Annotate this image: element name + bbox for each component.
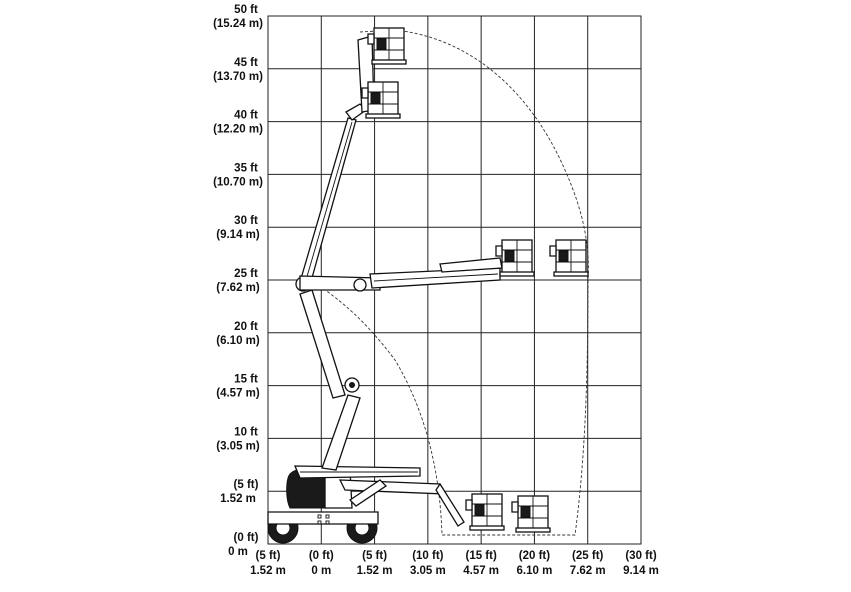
y-axis-labels: 50 ft (15.24 m) 45 ft (13.70 m) 40 ft (12.20 … [213, 4, 263, 558]
y-tick-label-m: (7.62 m) [216, 282, 260, 294]
y-tick-label-ft: (5 ft) [234, 479, 259, 491]
x-tick-label-m: 6.10 m [517, 565, 553, 577]
x-tick-label-m: 9.14 m [623, 565, 659, 577]
y-tick-label-ft: 20 ft [234, 321, 258, 333]
y-tick-label-m: (4.57 m) [216, 388, 260, 400]
x-tick-label-m: 0 m [311, 565, 331, 577]
x-axis-labels: (5 ft) 1.52 m (0 ft) 0 m (5 ft) 1.52 m (10 ft)… [250, 550, 659, 577]
y-tick-label-ft: 50 ft [234, 4, 258, 16]
x-tick-label-ft: (25 ft) [572, 550, 603, 562]
y-tick-label-m: (3.05 m) [216, 440, 260, 452]
platform-basket [511, 495, 551, 533]
y-tick-label-ft: 25 ft [234, 268, 258, 280]
y-tick-label-m: (10.70 m) [213, 176, 263, 188]
y-tick-label-m: 0 m [228, 546, 248, 558]
x-tick-label-ft: (10 ft) [412, 550, 443, 562]
y-tick-label-m: (13.70 m) [213, 71, 263, 83]
platform-basket [367, 27, 407, 65]
platforms [361, 27, 589, 533]
working-envelope [317, 29, 589, 536]
x-tick-label-ft: (0 ft) [309, 550, 334, 562]
boom-horizontal [299, 257, 503, 292]
platform-basket [549, 239, 589, 277]
x-tick-label-ft: (20 ft) [519, 550, 550, 562]
x-tick-label-ft: (5 ft) [362, 550, 387, 562]
y-tick-label-ft: 45 ft [234, 57, 258, 69]
platform-basket [495, 239, 535, 277]
platform-basket [465, 493, 505, 531]
boom-raised [295, 35, 375, 471]
y-tick-label-ft: (0 ft) [234, 532, 259, 544]
x-tick-label-m: 4.57 m [463, 565, 499, 577]
x-tick-label-ft: (5 ft) [256, 550, 281, 562]
x-tick-label-m: 3.05 m [410, 565, 446, 577]
y-tick-label-m: (15.24 m) [213, 18, 263, 30]
x-tick-label-m: 1.52 m [357, 565, 393, 577]
platform-basket [361, 81, 401, 119]
y-tick-label-ft: 35 ft [234, 162, 258, 174]
x-tick-label-ft: (30 ft) [625, 550, 656, 562]
x-tick-label-m: 7.62 m [570, 565, 606, 577]
y-tick-label-m: (6.10 m) [216, 335, 260, 347]
y-tick-label-m: (12.20 m) [213, 124, 263, 136]
y-tick-label-m: 1.52 m [220, 493, 256, 505]
machine-base [267, 465, 465, 544]
y-tick-label-ft: 30 ft [234, 215, 258, 227]
y-tick-label-m: (9.14 m) [216, 229, 260, 241]
x-tick-label-ft: (15 ft) [465, 550, 496, 562]
y-tick-label-ft: 40 ft [234, 110, 258, 122]
y-tick-label-ft: 15 ft [234, 374, 258, 386]
x-tick-label-m: 1.52 m [250, 565, 286, 577]
y-tick-label-ft: 10 ft [234, 426, 258, 438]
